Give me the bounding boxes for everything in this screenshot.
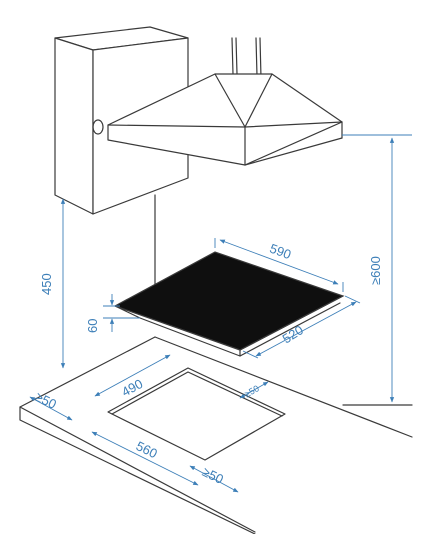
hood-chimney <box>231 37 262 79</box>
dimension-hob-width <box>214 238 344 292</box>
cabinet-knob-icon <box>92 119 104 135</box>
dimension-margin-back <box>239 381 269 399</box>
hob-height-label: 60 <box>85 319 100 333</box>
margin-back-label: ≥50 <box>243 383 261 399</box>
cabinet-clearance-label: 450 <box>39 273 54 295</box>
dimension-cutout-depth <box>94 354 171 397</box>
hob-width-label: 590 <box>268 241 294 263</box>
cutout-width-label: 560 <box>134 438 160 461</box>
countertop <box>19 336 413 534</box>
dimension-hood-clearance <box>342 134 412 403</box>
margin-left-label: ≥50 <box>33 389 59 412</box>
dimension-hob-depth <box>242 295 361 359</box>
extractor-hood <box>107 73 343 166</box>
dimension-cutout-width <box>91 431 199 486</box>
dimension-margin-front <box>189 465 239 493</box>
hood-clearance-label: ≥600 <box>368 256 383 285</box>
dimension-margin-left <box>29 396 73 421</box>
dimension-hob-height <box>103 294 140 332</box>
